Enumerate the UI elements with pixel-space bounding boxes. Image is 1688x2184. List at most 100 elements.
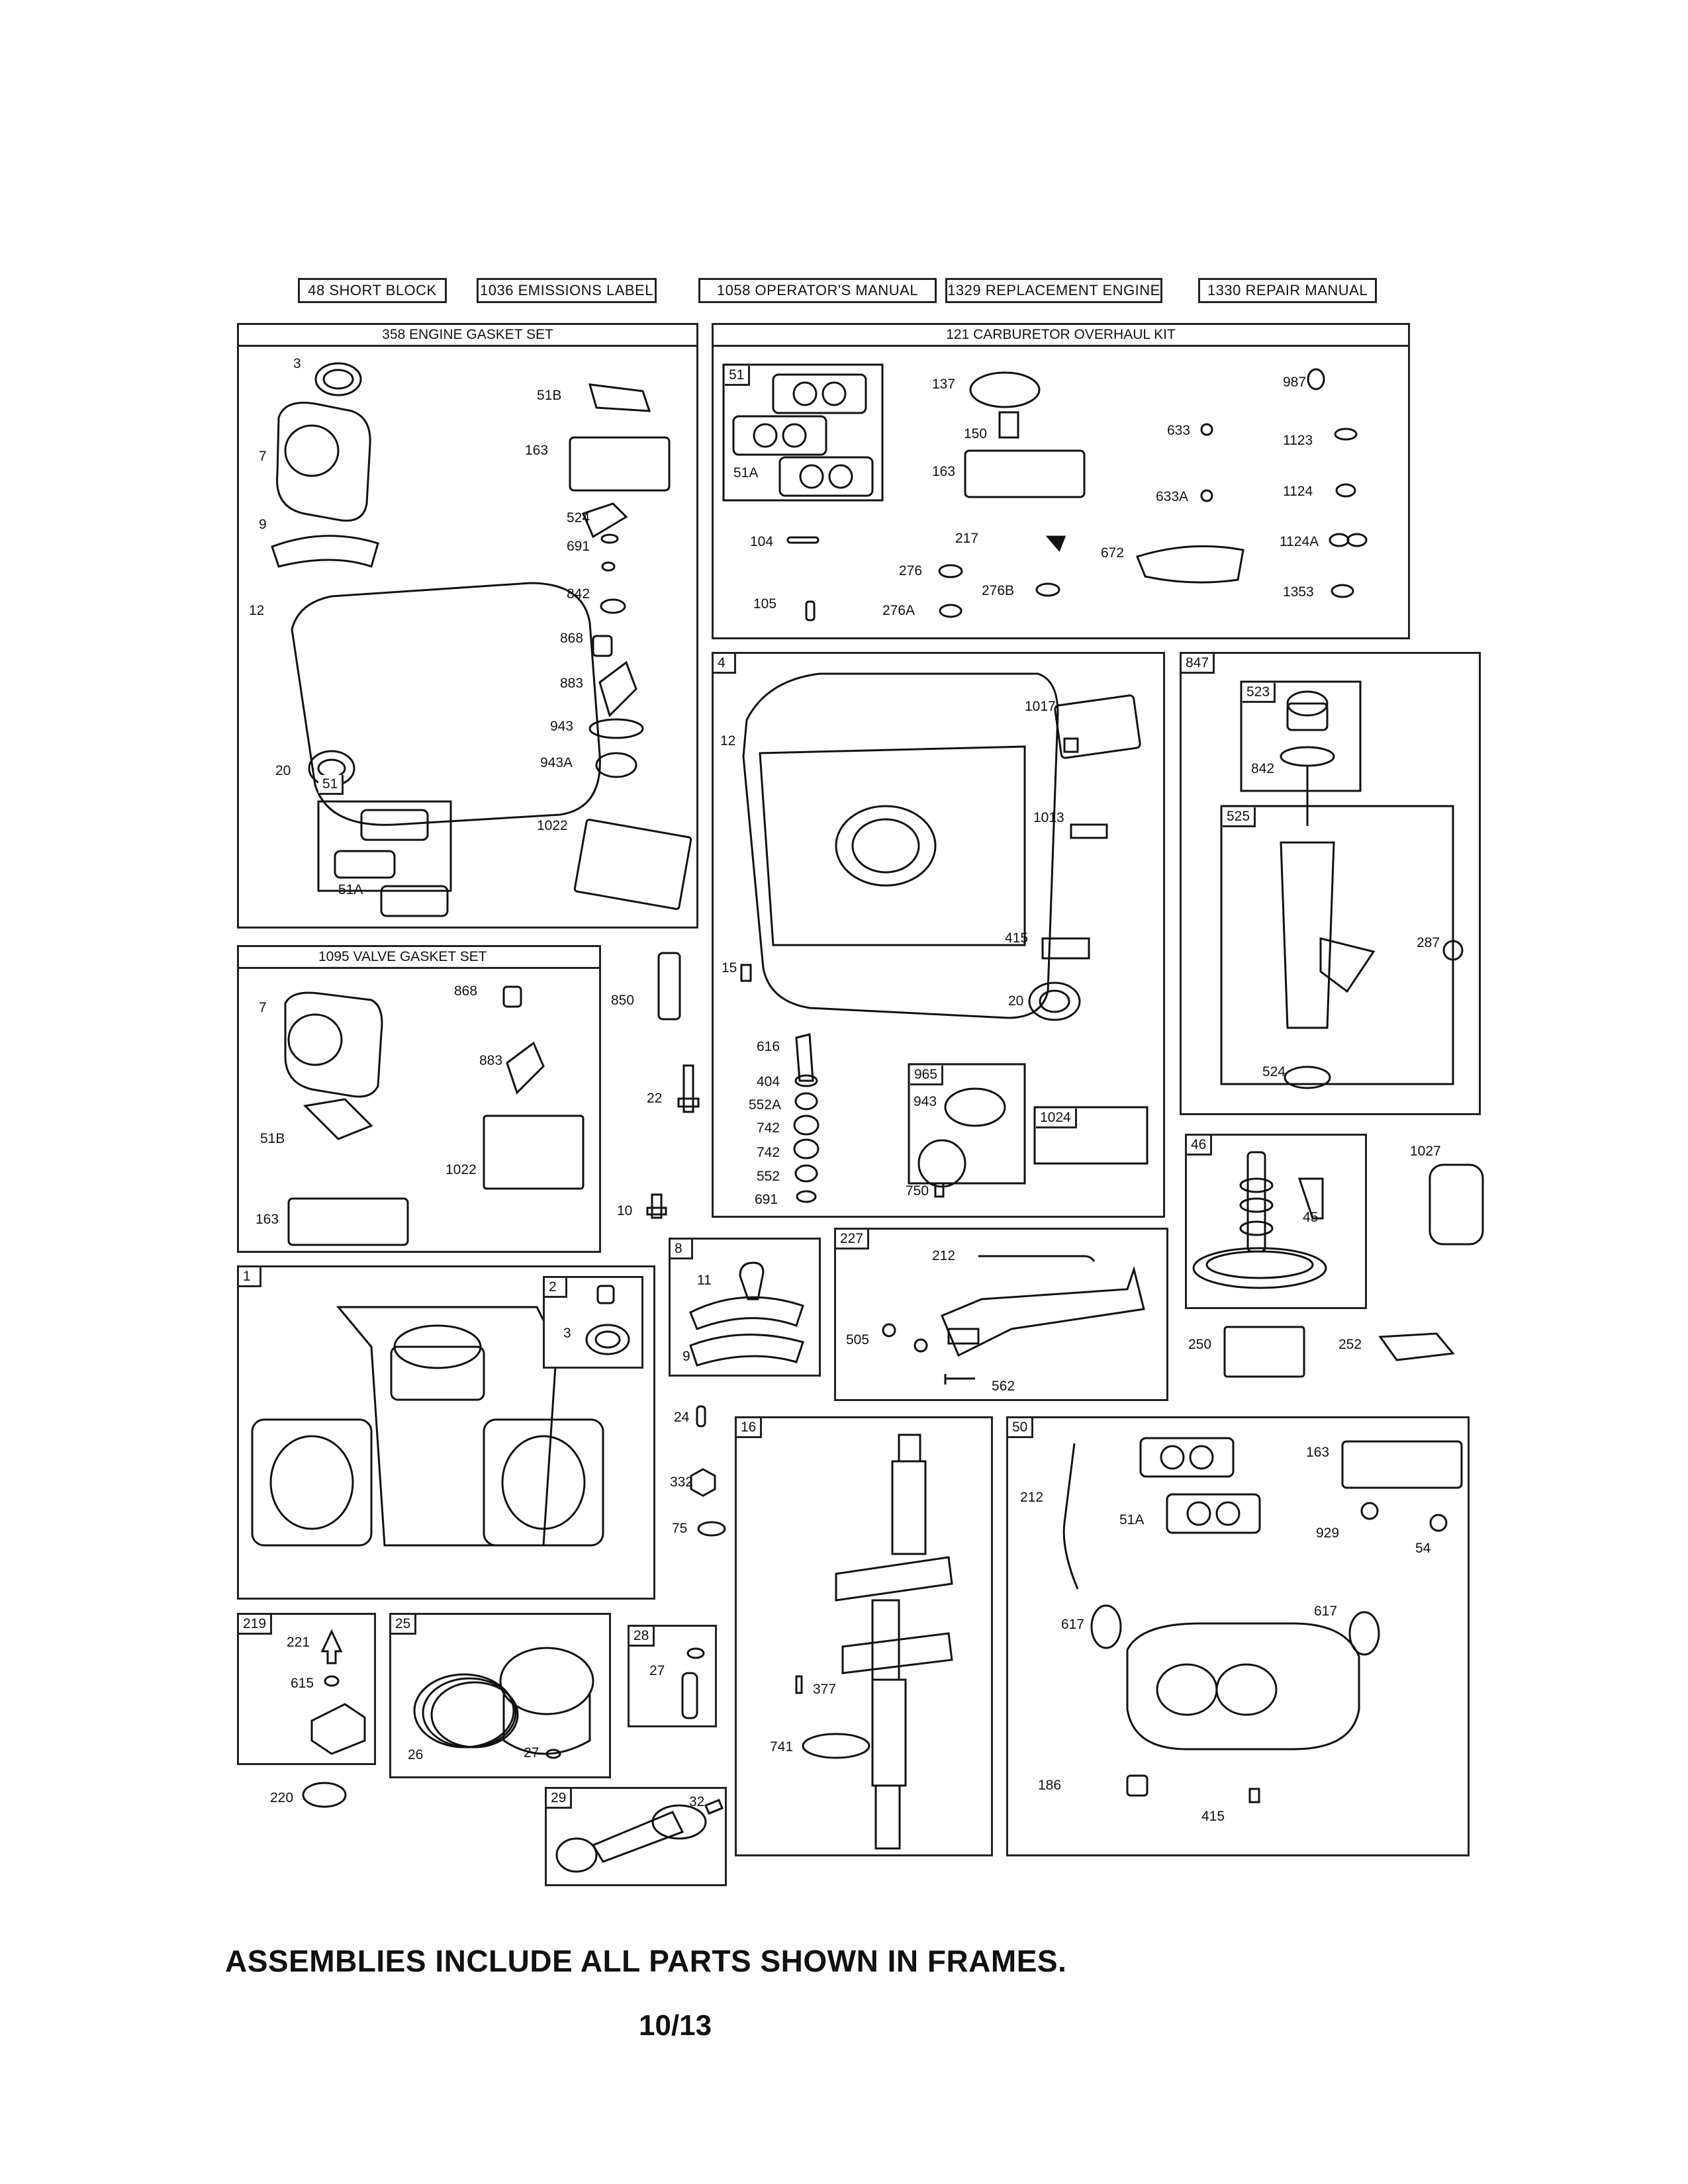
label-26: 26 (408, 1747, 424, 1762)
label-1022: 1022 (537, 818, 568, 833)
frame-tag: 28 (630, 1627, 655, 1647)
subframe-tag-51: 51 (725, 366, 751, 386)
frame-tag: 2 (545, 1278, 567, 1298)
oil-gasket-drawing (671, 1240, 823, 1379)
subframe-tag-525: 525 (1223, 807, 1256, 827)
label-163: 163 (1306, 1445, 1330, 1460)
label-672: 672 (1101, 545, 1125, 561)
label-1123: 1123 (1283, 433, 1313, 448)
label-742-b: 742 (757, 1145, 780, 1160)
frame-gear: 219 221 615 (237, 1613, 376, 1765)
frame-tag: 227 (836, 1230, 870, 1250)
label-842: 842 (1251, 761, 1275, 776)
label-3: 3 (563, 1326, 571, 1341)
label-22: 22 (647, 1091, 663, 1106)
cylinder-drawing (239, 1267, 657, 1602)
carburetor-kit-drawing (714, 345, 1412, 641)
frame-oil-gasket: 8 11 9 (669, 1238, 821, 1377)
label-1022: 1022 (445, 1162, 477, 1177)
label-415: 415 (1201, 1809, 1225, 1824)
seal-drawing (545, 1278, 645, 1371)
label-221: 221 (287, 1635, 310, 1650)
label-850: 850 (611, 993, 635, 1008)
label-868: 868 (454, 983, 478, 999)
label-11: 11 (697, 1273, 712, 1288)
crankshaft-drawing (737, 1418, 995, 1858)
governor-drawing (836, 1230, 1170, 1403)
label-51A: 51A (1119, 1512, 1145, 1527)
label-150: 150 (964, 426, 988, 441)
frame-engine-gasket-set: 358 ENGINE GASKET SET 3 7 9 12 20 51B (237, 323, 698, 929)
label-252: 252 (1338, 1337, 1362, 1352)
label-24: 24 (674, 1410, 690, 1425)
assemblies-note: ASSEMBLIES INCLUDE ALL PARTS SHOWN IN FR… (225, 1944, 1067, 1978)
label-1353: 1353 (1283, 584, 1314, 600)
label-51B: 51B (537, 388, 562, 403)
label-552A: 552A (749, 1097, 782, 1113)
label-943: 943 (550, 719, 574, 734)
connecting-rod-drawing (547, 1789, 729, 1888)
piston-drawing (391, 1615, 613, 1780)
label-212: 212 (932, 1248, 956, 1263)
frame-title: 1095 VALVE GASKET SET (239, 947, 599, 969)
label-742: 742 (757, 1120, 780, 1136)
frame-governor: 227 212 505 562 (834, 1228, 1168, 1401)
label-9: 9 (259, 517, 267, 532)
label-3: 3 (293, 356, 301, 371)
subframe-tag-1024: 1024 (1036, 1109, 1077, 1128)
label-9: 9 (682, 1349, 690, 1364)
label-633A: 633A (1156, 489, 1189, 504)
label-1124A: 1124A (1280, 534, 1319, 549)
engine-gasket-drawing (239, 345, 700, 927)
label-524: 524 (567, 510, 590, 525)
frame-title: 121 CARBURETOR OVERHAUL KIT (714, 325, 1408, 347)
frame-tag: 29 (547, 1789, 573, 1809)
frame-connecting-rod: 29 32 (545, 1787, 727, 1886)
subframe-tag-51: 51 (318, 775, 344, 795)
frame-piston: 25 26 27 (389, 1613, 611, 1778)
label-616: 616 (757, 1039, 780, 1054)
label-12: 12 (249, 603, 265, 618)
label-163: 163 (932, 464, 956, 479)
frame-title: 358 ENGINE GASKET SET (239, 325, 696, 347)
label-868: 868 (560, 631, 584, 646)
label-943: 943 (914, 1094, 937, 1109)
label-20: 20 (275, 763, 291, 778)
frame-tag: 46 (1187, 1136, 1213, 1156)
label-987: 987 (1283, 375, 1307, 390)
label-552: 552 (757, 1169, 780, 1184)
header-operators-manual: 1058 OPERATOR'S MANUAL (698, 278, 937, 303)
label-51B: 51B (260, 1131, 285, 1146)
label-217: 217 (955, 531, 979, 546)
frame-crankshaft: 16 377 741 (735, 1416, 993, 1856)
label-12: 12 (720, 733, 736, 749)
label-54: 54 (1415, 1541, 1431, 1556)
subframe-tag-523: 523 (1243, 683, 1276, 703)
frame-dipstick: 847 523 525 842 287 524 (1180, 652, 1481, 1115)
label-691: 691 (567, 539, 590, 554)
frame-tag: 4 (714, 654, 736, 674)
label-45: 45 (1303, 1210, 1319, 1225)
label-10: 10 (617, 1203, 633, 1218)
label-276B: 276B (982, 583, 1015, 598)
camshaft-drawing (1187, 1136, 1369, 1311)
frame-tag: 1 (239, 1267, 261, 1287)
label-212: 212 (1020, 1490, 1044, 1505)
label-7: 7 (259, 1000, 267, 1015)
label-104: 104 (750, 534, 774, 549)
label-276A: 276A (882, 603, 915, 618)
label-105: 105 (753, 596, 777, 612)
label-51A: 51A (338, 882, 363, 897)
label-20: 20 (1008, 993, 1024, 1009)
frame-intake: 50 212 163 51A 929 54 617 617 186 415 (1006, 1416, 1470, 1856)
label-15: 15 (722, 960, 737, 976)
label-27: 27 (649, 1663, 665, 1678)
label-186: 186 (1038, 1778, 1062, 1793)
label-943A: 943A (540, 755, 573, 770)
label-250: 250 (1188, 1337, 1212, 1352)
label-163: 163 (525, 443, 549, 458)
valve-gasket-drawing (239, 967, 603, 1255)
label-929: 929 (1316, 1525, 1340, 1541)
page-number: 10/13 (639, 2009, 712, 2042)
label-741: 741 (770, 1739, 794, 1754)
